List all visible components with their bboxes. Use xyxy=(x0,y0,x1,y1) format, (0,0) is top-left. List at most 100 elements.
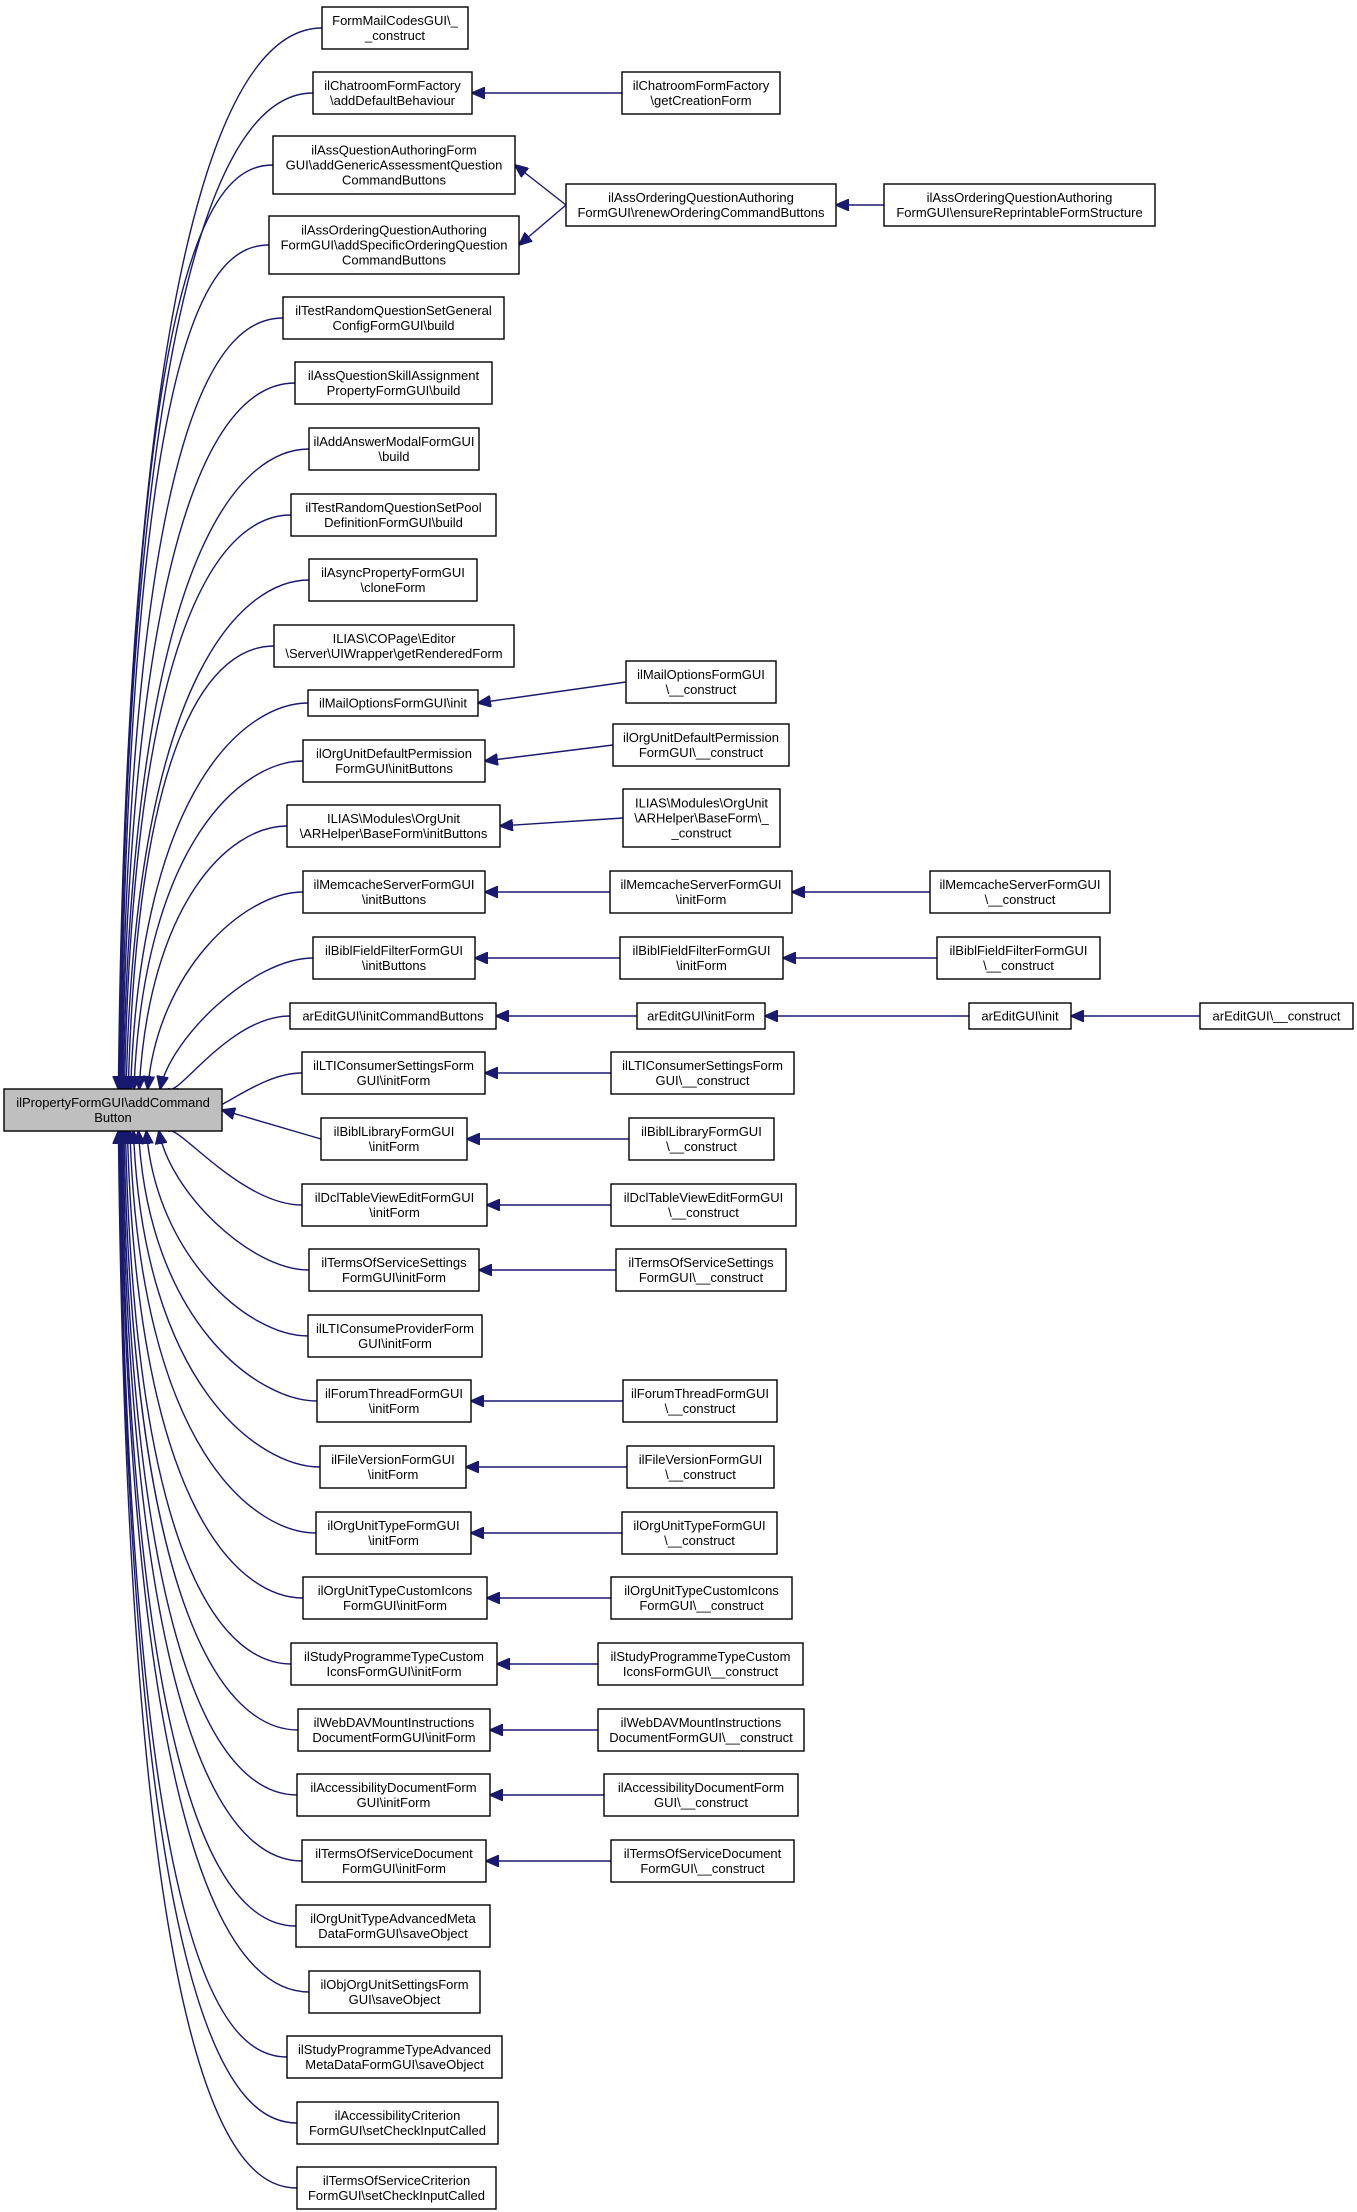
node-outc-con[interactable]: ilOrgUnitTypeCustomIconsFormGUI\__constr… xyxy=(610,1576,793,1620)
node-aqsa[interactable]: ilAssQuestionSkillAssignmentPropertyForm… xyxy=(294,361,493,405)
node-accc[interactable]: ilAccessibilityCriterionFormGUI\setCheck… xyxy=(296,2101,499,2145)
node-aoq-renew[interactable]: ilAssOrderingQuestionAuthoringFormGUI\re… xyxy=(565,183,837,227)
node-bl-con[interactable]: ilBiblLibraryFormGUI\__construct xyxy=(628,1117,775,1161)
node-bff-con[interactable]: ilBiblFieldFilterFormGUI\__construct xyxy=(936,936,1101,980)
node-label-line: \build xyxy=(378,449,409,464)
node-out-form[interactable]: ilOrgUnitTypeFormGUI\initForm xyxy=(315,1511,472,1555)
node-ar-cmd[interactable]: arEditGUI\initCommandButtons xyxy=(289,1002,497,1030)
node-trqsg[interactable]: ilTestRandomQuestionSetGeneralConfigForm… xyxy=(282,296,505,340)
node-bff-btn[interactable]: ilBiblFieldFilterFormGUI\initButtons xyxy=(312,936,476,980)
node-tos-con[interactable]: ilTermsOfServiceSettingsFormGUI\__constr… xyxy=(615,1248,787,1292)
node-bf-init[interactable]: ILIAS\Modules\OrgUnit\ARHelper\BaseForm\… xyxy=(286,804,501,848)
node-box xyxy=(290,493,497,537)
node-async[interactable]: ilAsyncPropertyFormGUI\cloneForm xyxy=(308,558,478,602)
node-dcl-con[interactable]: ilDclTableViewEditFormGUI\__construct xyxy=(610,1183,797,1227)
node-box xyxy=(320,1117,468,1161)
node-label-line: ilAsyncPropertyFormGUI xyxy=(321,565,465,580)
node-box xyxy=(3,1088,223,1132)
node-ft-con[interactable]: ilForumThreadFormGUI\__construct xyxy=(622,1379,778,1423)
node-ar-con[interactable]: arEditGUI\__construct xyxy=(1199,1002,1354,1030)
node-acc-con[interactable]: ilAccessibilityDocumentFormGUI\__constru… xyxy=(603,1773,799,1817)
node-tosc[interactable]: ilTermsOfServiceCriterionFormGUI\setChec… xyxy=(296,2166,497,2210)
node-wd-form[interactable]: ilWebDAVMountInstructionsDocumentFormGUI… xyxy=(297,1708,491,1752)
node-label-line: IconsFormGUI\__construct xyxy=(623,1664,779,1679)
node-outam[interactable]: ilOrgUnitTypeAdvancedMetaDataFormGUI\sav… xyxy=(295,1904,491,1948)
node-box xyxy=(622,1379,778,1423)
node-aam[interactable]: ilAddAnswerModalFormGUI\build xyxy=(308,427,480,471)
node-label-line: ilFileVersionFormGUI xyxy=(639,1452,763,1467)
node-label-line: ilBiblFieldFilterFormGUI xyxy=(325,943,463,958)
node-label-line: FormMailCodesGUI\_ xyxy=(332,13,458,28)
node-mail-con[interactable]: ilMailOptionsFormGUI\__construct xyxy=(625,660,777,704)
node-ar-init[interactable]: arEditGUI\init xyxy=(968,1002,1072,1030)
node-label-line: Button xyxy=(94,1110,132,1125)
node-trqsp[interactable]: ilTestRandomQuestionSetPoolDefinitionFor… xyxy=(290,493,497,537)
node-sptc-form[interactable]: ilStudyProgrammeTypeCustomIconsFormGUI\i… xyxy=(290,1642,498,1686)
node-ar-form[interactable]: arEditGUI\initForm xyxy=(636,1002,766,1030)
node-mc-form[interactable]: ilMemcacheServerFormGUI\initForm xyxy=(609,870,793,914)
node-aoq-add[interactable]: ilAssOrderingQuestionAuthoringFormGUI\ad… xyxy=(268,215,520,275)
node-box xyxy=(929,870,1111,914)
node-label-line: ilMailOptionsFormGUI\init xyxy=(319,696,467,711)
node-box xyxy=(316,1379,472,1423)
node-ft-form[interactable]: ilForumThreadFormGUI\initForm xyxy=(316,1379,472,1423)
node-label-line: \__construct xyxy=(666,682,737,697)
node-fmc[interactable]: FormMailCodesGUI\__construct xyxy=(321,6,469,50)
node-label-line: ilTermsOfServiceDocument xyxy=(624,1846,782,1861)
node-fv-con[interactable]: ilFileVersionFormGUI\__construct xyxy=(626,1445,775,1489)
node-label-line: FormGUI\renewOrderingCommandButtons xyxy=(577,205,825,220)
node-label-line: ilOrgUnitTypeFormGUI xyxy=(327,1518,459,1533)
node-box xyxy=(308,558,478,602)
node-label-line: \initButtons xyxy=(362,892,427,907)
node-mail-init[interactable]: ilMailOptionsFormGUI\init xyxy=(307,689,479,717)
edge-oous-to-root xyxy=(120,1131,310,1993)
node-chat-add[interactable]: ilChatroomFormFactory\addDefaultBehaviou… xyxy=(312,71,473,115)
node-spta[interactable]: ilStudyProgrammeTypeAdvancedMetaDataForm… xyxy=(286,2035,503,2079)
node-chat-get[interactable]: ilChatroomFormFactory\getCreationForm xyxy=(621,71,781,115)
node-tosd-con[interactable]: ilTermsOfServiceDocumentFormGUI\__constr… xyxy=(610,1839,795,1883)
node-wd-con[interactable]: ilWebDAVMountInstructionsDocumentFormGUI… xyxy=(597,1708,805,1752)
node-oudp-init[interactable]: ilOrgUnitDefaultPermissionFormGUI\initBu… xyxy=(302,739,486,783)
node-box xyxy=(610,1576,793,1620)
node-label-line: arEditGUI\initForm xyxy=(647,1009,755,1024)
node-label-line: GUI\initForm xyxy=(358,1336,432,1351)
node-label-line: _construct xyxy=(671,826,732,841)
node-label-line: ilMemcacheServerFormGUI xyxy=(313,877,474,892)
node-label-line: ilAssOrderingQuestionAuthoring xyxy=(927,190,1113,205)
node-bl-form[interactable]: ilBiblLibraryFormGUI\initForm xyxy=(320,1117,468,1161)
node-dcl-form[interactable]: ilDclTableViewEditFormGUI\initForm xyxy=(301,1183,488,1227)
node-label-line: FormGUI\__construct xyxy=(640,1861,765,1876)
node-fv-form[interactable]: ilFileVersionFormGUI\initForm xyxy=(319,1445,467,1489)
node-box xyxy=(312,71,473,115)
node-box xyxy=(597,1642,804,1686)
node-label-line: ilOrgUnitTypeCustomIcons xyxy=(624,1583,779,1598)
node-label-line: arEditGUI\initCommandButtons xyxy=(302,1009,484,1024)
node-label-line: ilMemcacheServerFormGUI xyxy=(620,877,781,892)
node-aoq-ens[interactable]: ilAssOrderingQuestionAuthoringFormGUI\en… xyxy=(883,183,1156,227)
node-out-con[interactable]: ilOrgUnitTypeFormGUI\__construct xyxy=(621,1511,778,1555)
node-mc-btn[interactable]: ilMemcacheServerFormGUI\initButtons xyxy=(302,870,486,914)
node-label-line: ilAssOrderingQuestionAuthoring xyxy=(608,190,794,205)
node-copage[interactable]: ILIAS\COPage\Editor\Server\UIWrapper\get… xyxy=(273,624,515,668)
node-label-line: ilOrgUnitTypeFormGUI xyxy=(633,1518,765,1533)
node-oudp-con[interactable]: ilOrgUnitDefaultPermissionFormGUI\__cons… xyxy=(612,723,790,767)
node-sptc-con[interactable]: ilStudyProgrammeTypeCustomIconsFormGUI\_… xyxy=(597,1642,804,1686)
node-label-line: ilAccessibilityDocumentForm xyxy=(618,1780,784,1795)
node-label-line: \__construct xyxy=(664,1533,735,1548)
node-mc-con[interactable]: ilMemcacheServerFormGUI\__construct xyxy=(929,870,1111,914)
node-bff-form[interactable]: ilBiblFieldFilterFormGUI\initForm xyxy=(619,936,784,980)
node-bf-con[interactable]: ILIAS\Modules\OrgUnit\ARHelper\BaseForm\… xyxy=(622,788,781,848)
node-aqa[interactable]: ilAssQuestionAuthoringFormGUI\addGeneric… xyxy=(272,135,516,195)
node-box xyxy=(308,427,480,471)
node-label-line: \initForm xyxy=(676,892,727,907)
